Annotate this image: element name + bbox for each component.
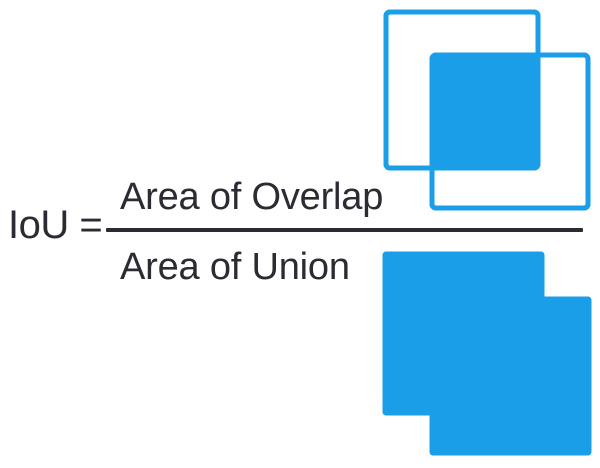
area-of-union-diagram [374,240,600,468]
formula-numerator: Area of Overlap [120,176,384,218]
union-filled-shape [382,251,592,456]
formula-left-hand-side: IoU = [8,203,103,247]
area-of-overlap-diagram [374,0,600,220]
fraction-bar [106,228,583,232]
overlap-box-b-outline-top [429,52,591,211]
overlap-intersection-fill [432,55,538,168]
overlap-box-a-outline-top [383,9,541,171]
formula-denominator: Area of Union [120,246,350,288]
